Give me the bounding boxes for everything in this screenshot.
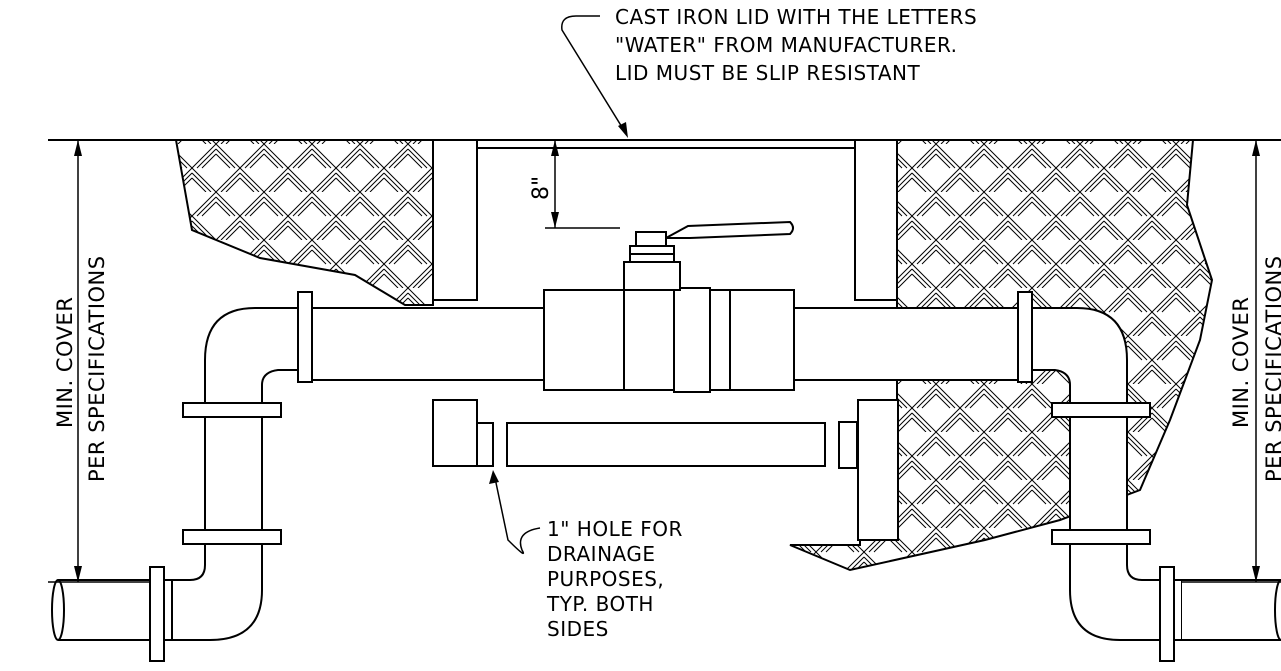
right-elbow-lower bbox=[1069, 543, 1163, 641]
depth-dimension-label: 8" bbox=[529, 176, 554, 200]
drain-hole-left bbox=[476, 422, 494, 467]
left-riser-flange-1 bbox=[182, 402, 282, 418]
right-cover-label-1: MIN. COVER bbox=[1229, 297, 1253, 428]
right-cover-label-2: PER SPECIFICATIONS bbox=[1262, 255, 1281, 482]
bottom-block-left bbox=[432, 399, 478, 467]
left-hatched-fill bbox=[174, 139, 434, 306]
lid-note-line-2: "WATER" FROM MANUFACTURER. bbox=[615, 33, 958, 57]
right-outgoing-pipe bbox=[1182, 579, 1281, 641]
right-riser-flange-2 bbox=[1051, 529, 1151, 545]
lid-note-line-1: CAST IRON LID WITH THE LETTERS bbox=[615, 5, 977, 29]
lid-leader-line bbox=[561, 15, 626, 133]
lid-note-line-3: LID MUST BE SLIP RESISTANT bbox=[615, 61, 920, 85]
box-wall-right bbox=[854, 139, 898, 301]
right-flange-main bbox=[1017, 291, 1033, 383]
left-incoming-pipe bbox=[58, 579, 151, 641]
drain-note-line-4: TYP. BOTH bbox=[546, 592, 654, 616]
right-lower-flange bbox=[1159, 566, 1175, 662]
left-cover-label-1: MIN. COVER bbox=[53, 297, 77, 428]
left-lower-flange bbox=[149, 566, 165, 662]
drain-note-line-1: 1" HOLE FOR bbox=[547, 517, 683, 541]
drain-note-line-5: SIDES bbox=[547, 617, 609, 641]
drain-note: 1" HOLE FOR DRAINAGE PURPOSES, TYP. BOTH… bbox=[546, 517, 690, 641]
left-riser-flange-2 bbox=[182, 529, 282, 545]
drain-note-line-2: DRAINAGE bbox=[547, 542, 656, 566]
right-riser-flange-1 bbox=[1051, 402, 1151, 418]
left-elbow-upper bbox=[204, 307, 301, 411]
ball-valve bbox=[543, 220, 795, 393]
left-cover-label-2: PER SPECIFICATIONS bbox=[85, 255, 109, 482]
drain-note-line-3: PURPOSES, bbox=[547, 567, 664, 591]
cast-iron-lid bbox=[462, 139, 870, 149]
drain-leader-line bbox=[494, 477, 541, 555]
left-elbow-lower bbox=[167, 543, 263, 641]
lid-note: CAST IRON LID WITH THE LETTERS "WATER" F… bbox=[615, 5, 984, 85]
box-wall-left bbox=[432, 139, 478, 301]
bottom-base-slab bbox=[506, 422, 826, 467]
left-flange-main bbox=[297, 291, 313, 383]
